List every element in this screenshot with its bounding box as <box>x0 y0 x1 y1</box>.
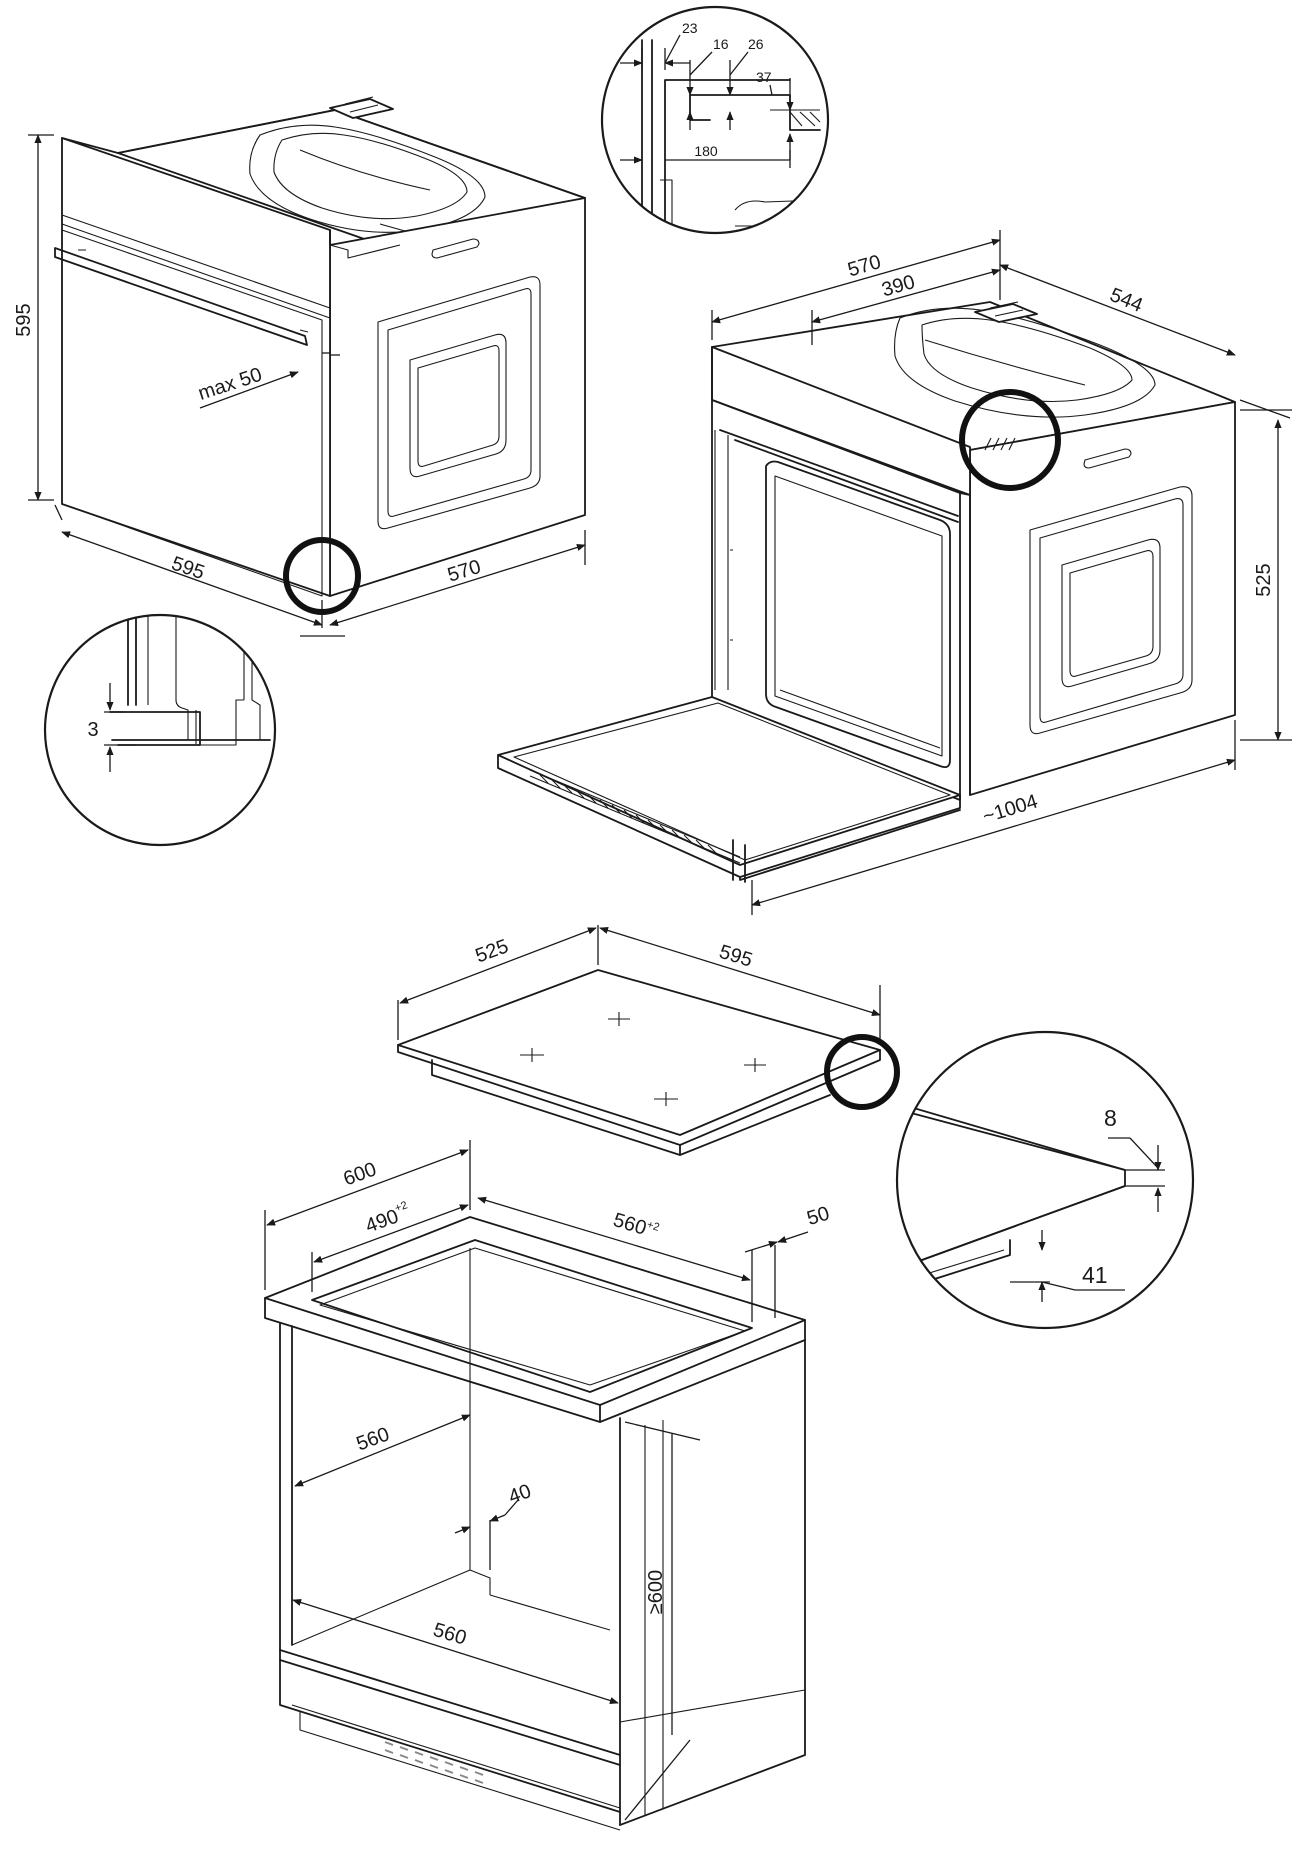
detail-26-label: 26 <box>748 36 764 52</box>
oven-width-label: 595 <box>169 552 208 584</box>
detail-23-label: 23 <box>682 20 698 36</box>
oven-open-height-label: 525 <box>1253 563 1275 596</box>
hob-thickness-label: 8 <box>1104 1105 1117 1131</box>
detail-37-label: 37 <box>756 69 772 85</box>
back-gap-label: 40 <box>506 1480 534 1508</box>
gap-value-label: 3 <box>87 719 98 741</box>
hob-drawing: 525 595 <box>397 925 900 1156</box>
front-margin-label: 50 <box>804 1202 832 1230</box>
oven-inner-width-label: 390 <box>879 271 917 301</box>
oven-height-label: 595 <box>13 303 35 336</box>
cabinet-drawing: 600 490+2 560+2 50 560 40 560 ≥600 <box>264 1140 832 1831</box>
oven-depth-label: 570 <box>445 556 483 587</box>
cutout-depth-label: 490+2 <box>362 1199 413 1237</box>
hob-edge-highlight-circle <box>824 1034 900 1110</box>
cutout-width-label: 560+2 <box>611 1209 661 1243</box>
top-clearance-highlight-circle <box>959 389 1061 491</box>
oven-open-total-depth-label: ~1004 <box>980 791 1040 828</box>
oven-open-width-label: 570 <box>845 251 883 281</box>
hob-edge-detail-zoom: 8 41 <box>895 1030 1195 1330</box>
detail-180-label: 180 <box>694 143 718 159</box>
cutout-depth-tolerance: +2 <box>393 1199 409 1215</box>
cutout-width-tolerance: +2 <box>645 1219 661 1234</box>
hob-width-label: 595 <box>717 941 755 972</box>
plinth-vent-slots <box>384 1741 484 1784</box>
gap-detail-zoom: 3 <box>43 613 277 847</box>
detail-16-label: 16 <box>713 36 729 52</box>
top-clearance-detail-zoom: 23 16 26 37 180 <box>600 5 830 235</box>
gap-highlight-circle <box>283 537 361 615</box>
oven-closed-drawing: 595 595 570 max 50 <box>13 96 586 637</box>
niche-width-top-label: 560 <box>354 1423 393 1455</box>
oven-open-depth-label: 544 <box>1107 284 1146 317</box>
niche-height-label: ≥600 <box>645 1570 667 1614</box>
door-vent-slots <box>539 774 717 854</box>
cutout-width-value: 560 <box>611 1209 649 1240</box>
oven-open-drawing: 570 390 544 525 ~1004 <box>497 230 1292 915</box>
hob-under-depth-label: 41 <box>1082 1262 1108 1288</box>
